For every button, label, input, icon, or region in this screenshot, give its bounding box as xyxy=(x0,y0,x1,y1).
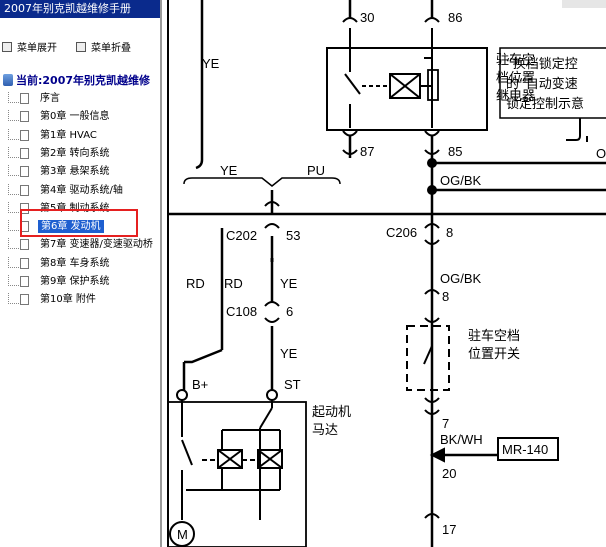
tree-item-label: 第4章 驱动系统/轴 xyxy=(40,184,123,196)
page-icon xyxy=(20,147,29,159)
connector-c108: C108 xyxy=(226,304,257,319)
wire-og-bk-1: OG/BK xyxy=(440,173,482,188)
expand-icon xyxy=(2,42,12,52)
page-icon xyxy=(20,294,29,306)
pin-30: 30 xyxy=(360,10,374,25)
relay-label-2: 档位置 xyxy=(496,71,535,86)
wire-ye-c: YE xyxy=(280,276,298,291)
tree-branch xyxy=(8,293,19,305)
note-line-3: 锁定控制示意 xyxy=(506,96,584,112)
wire-pu: PU xyxy=(307,163,325,178)
book-icon xyxy=(3,74,13,86)
wire-ye-d: YE xyxy=(280,346,298,361)
terminal-b-plus: B+ xyxy=(192,377,208,392)
tree-item-label: 序言 xyxy=(40,93,60,104)
sidebar: 2007年别克凯越维修手册 菜单展开 菜单折叠 当前:2007年别克凯越维修 序… xyxy=(0,0,162,547)
wire-og-bk-2: OG/BK xyxy=(440,271,482,286)
pin-87: 87 xyxy=(360,144,374,159)
pin-7: 7 xyxy=(442,416,449,431)
page-icon xyxy=(20,111,29,123)
terminal-st: ST xyxy=(284,377,301,392)
connector-c202: C202 xyxy=(226,228,257,243)
note-line-2: 的“自动变速 xyxy=(506,76,578,92)
tree-branch xyxy=(8,128,19,140)
relay-label-3: 继电器 xyxy=(496,89,535,104)
connector-c206: C206 xyxy=(386,225,417,240)
switch-label-1: 驻车空档 xyxy=(468,328,520,344)
pin-86: 86 xyxy=(448,10,462,25)
pin-6: 6 xyxy=(286,304,293,319)
tree-item-label: 第6章 发动机 xyxy=(38,220,104,234)
page-icon xyxy=(20,129,29,141)
page-icon xyxy=(20,93,29,104)
tree-branch xyxy=(8,92,19,103)
tree-branch xyxy=(8,165,19,177)
expand-menu-button[interactable]: 菜单展开 xyxy=(2,39,57,54)
tree-item-label: 第9章 保护系统 xyxy=(40,276,110,287)
pin-20: 20 xyxy=(442,466,456,481)
wire-ye-mid: YE xyxy=(220,163,238,178)
tree-item-label: 第3章 悬架系统 xyxy=(40,166,110,178)
tree-item-label: 第1章 HVAC xyxy=(40,129,97,141)
wire-o: O xyxy=(596,146,606,161)
pin-17: 17 xyxy=(442,522,456,537)
tree-item-label: 第7章 变速器/变速驱动桥 xyxy=(40,239,153,251)
wiring-diagram: 30 86 YE 驻车空 档位置 继电器 “换档锁定控 的“自动变速 锁定控制示… xyxy=(167,0,606,547)
tree-branch xyxy=(8,183,19,195)
page-icon xyxy=(20,239,29,251)
motor-symbol: M xyxy=(177,527,188,542)
starter-label-2: 马达 xyxy=(312,423,338,438)
tree-branch xyxy=(8,220,19,232)
wire-rd-1: RD xyxy=(186,276,205,291)
page-icon xyxy=(20,202,29,214)
page-icon xyxy=(20,276,29,287)
collapse-menu-button[interactable]: 菜单折叠 xyxy=(76,39,131,54)
highlight-box xyxy=(20,209,138,237)
current-location[interactable]: 当前:2007年别克凯越维修 xyxy=(3,72,150,88)
tree-item-label: 第8章 车身系统 xyxy=(40,257,110,269)
wire-rd-2: RD xyxy=(224,276,243,291)
pin-85: 85 xyxy=(448,144,462,159)
pin-8a: 8 xyxy=(446,225,453,240)
tree-branch xyxy=(8,201,19,213)
relay-label-1: 驻车空 xyxy=(496,52,535,68)
collapse-icon xyxy=(76,42,86,52)
tree-branch xyxy=(8,110,19,122)
switch-label-2: 位置开关 xyxy=(468,347,520,362)
page-icon xyxy=(20,184,29,196)
tree-branch xyxy=(8,256,19,268)
starter-label-1: 起动机 xyxy=(312,405,351,420)
pin-53: 53 xyxy=(286,228,300,243)
tree-item-label: 第0章 一般信息 xyxy=(40,111,110,123)
ref-mr-140: MR-140 xyxy=(502,442,548,457)
tree-branch xyxy=(8,146,19,158)
tree-item-label: 第10章 附件 xyxy=(40,294,96,306)
wire-ye-top: YE xyxy=(202,56,220,71)
page-icon xyxy=(20,166,29,178)
note-line-1: “换档锁定控 xyxy=(506,56,578,72)
wire-bk-wh: BK/WH xyxy=(440,432,483,447)
sidebar-title: 2007年别克凯越维修手册 xyxy=(0,0,160,18)
tree-item-label: 第5章 制动系统 xyxy=(40,202,110,214)
page-icon xyxy=(20,257,29,269)
pin-8b: 8 xyxy=(442,289,449,304)
tree-branch xyxy=(8,238,19,250)
tree-item-label: 第2章 转向系统 xyxy=(40,147,110,159)
tree-branch xyxy=(8,275,19,286)
